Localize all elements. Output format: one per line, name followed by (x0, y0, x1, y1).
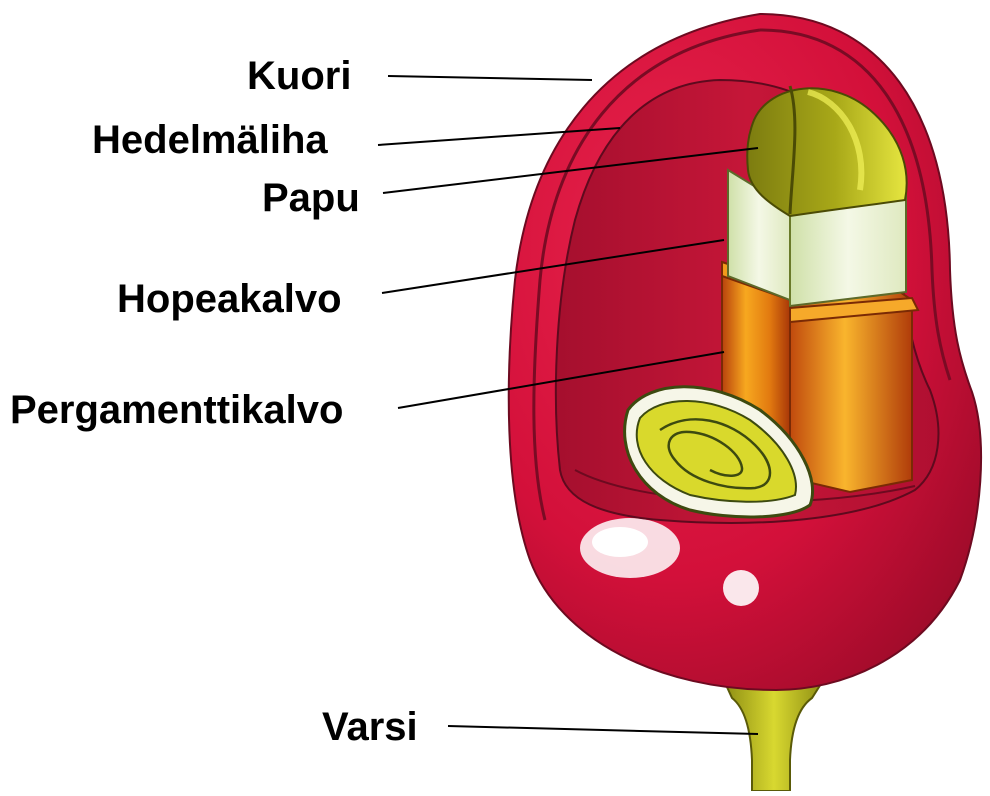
label-pergamenttikalvo: Pergamenttikalvo (10, 390, 343, 430)
leader-line-kuori (388, 76, 592, 80)
label-papu: Papu (262, 178, 360, 218)
label-hopeakalvo: Hopeakalvo (117, 279, 342, 319)
label-hedelmaliha: Hedelmäliha (92, 120, 328, 160)
label-kuori: Kuori (247, 56, 351, 96)
leader-line-varsi (448, 726, 758, 734)
label-varsi: Varsi (322, 707, 418, 747)
